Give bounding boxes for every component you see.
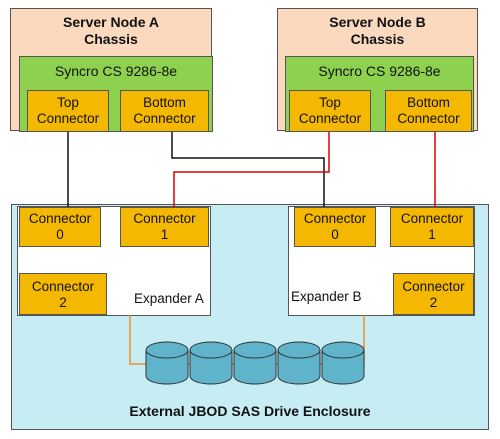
server-node-b-top-connector: Top Connector xyxy=(289,90,371,132)
connector-label-line2: 0 xyxy=(56,227,64,242)
enclosure-title: External JBOD SAS Drive Enclosure xyxy=(129,403,370,419)
server-node-a-title-line1: Server Node A xyxy=(63,14,159,30)
drive-icon xyxy=(145,341,189,385)
expander-b-connector-1: Connector 1 xyxy=(390,207,474,247)
drive-icon xyxy=(321,341,365,385)
connector-label-line1: Connector xyxy=(402,279,465,294)
expander-b-connector-0: Connector 0 xyxy=(294,207,376,247)
drive-icon xyxy=(189,341,233,385)
drive-icon xyxy=(277,341,321,385)
expander-b-label: Expander B xyxy=(291,289,362,304)
server-node-a-title-line2: Chassis xyxy=(84,31,138,47)
server-node-b-title: Server Node B Chassis xyxy=(278,9,477,48)
connector-label-line2: 2 xyxy=(429,295,438,310)
server-node-b-title-line1: Server Node B xyxy=(329,14,426,30)
expander-b-connector-2: Connector 2 xyxy=(393,273,474,315)
connector-label-line2: Connector xyxy=(298,111,362,126)
drive-group xyxy=(145,341,365,385)
connector-label-line2: 0 xyxy=(331,227,339,242)
connector-label-line2: Connector xyxy=(36,111,100,126)
connector-label-line2: Connector xyxy=(133,111,196,126)
cable-a-bottom-to-expander-b-0 xyxy=(171,132,325,207)
connector-label-line1: Connector xyxy=(31,279,95,294)
server-node-b-title-line2: Chassis xyxy=(350,31,405,47)
cable-b-top-to-expander-a-1 xyxy=(173,132,330,207)
connector-label-line2: Connector xyxy=(397,111,460,126)
expander-a-connector-0: Connector 0 xyxy=(19,207,101,247)
expander-a-label: Expander A xyxy=(134,291,204,306)
connector-label-line1: Bottom xyxy=(143,95,186,110)
connector-label-line1: Top xyxy=(319,95,341,110)
connector-label-line2: 2 xyxy=(59,295,67,310)
server-node-a-top-connector: Top Connector xyxy=(27,90,109,132)
connector-label-line1: Connector xyxy=(303,211,367,226)
connector-label-line1: Bottom xyxy=(407,95,450,110)
connector-label-line1: Top xyxy=(57,95,79,110)
server-node-b-card-title: Syncro CS 9286-8e xyxy=(318,63,441,79)
connector-label-line2: 1 xyxy=(160,227,169,242)
drive-icon xyxy=(233,341,277,385)
expander-a-connector-2: Connector 2 xyxy=(19,273,107,315)
connector-label-line1: Connector xyxy=(400,211,464,226)
server-node-a-card-title: Syncro CS 9286-8e xyxy=(54,63,178,79)
connector-label-line1: Connector xyxy=(133,211,196,226)
expander-a-connector-1: Connector 1 xyxy=(120,207,209,247)
server-node-b-bottom-connector: Bottom Connector xyxy=(385,90,472,132)
server-node-a-bottom-connector: Bottom Connector xyxy=(120,90,209,132)
server-node-a-title: Server Node A Chassis xyxy=(11,9,211,48)
connector-label-line2: 1 xyxy=(428,227,436,242)
connector-label-line1: Connector xyxy=(28,211,92,226)
